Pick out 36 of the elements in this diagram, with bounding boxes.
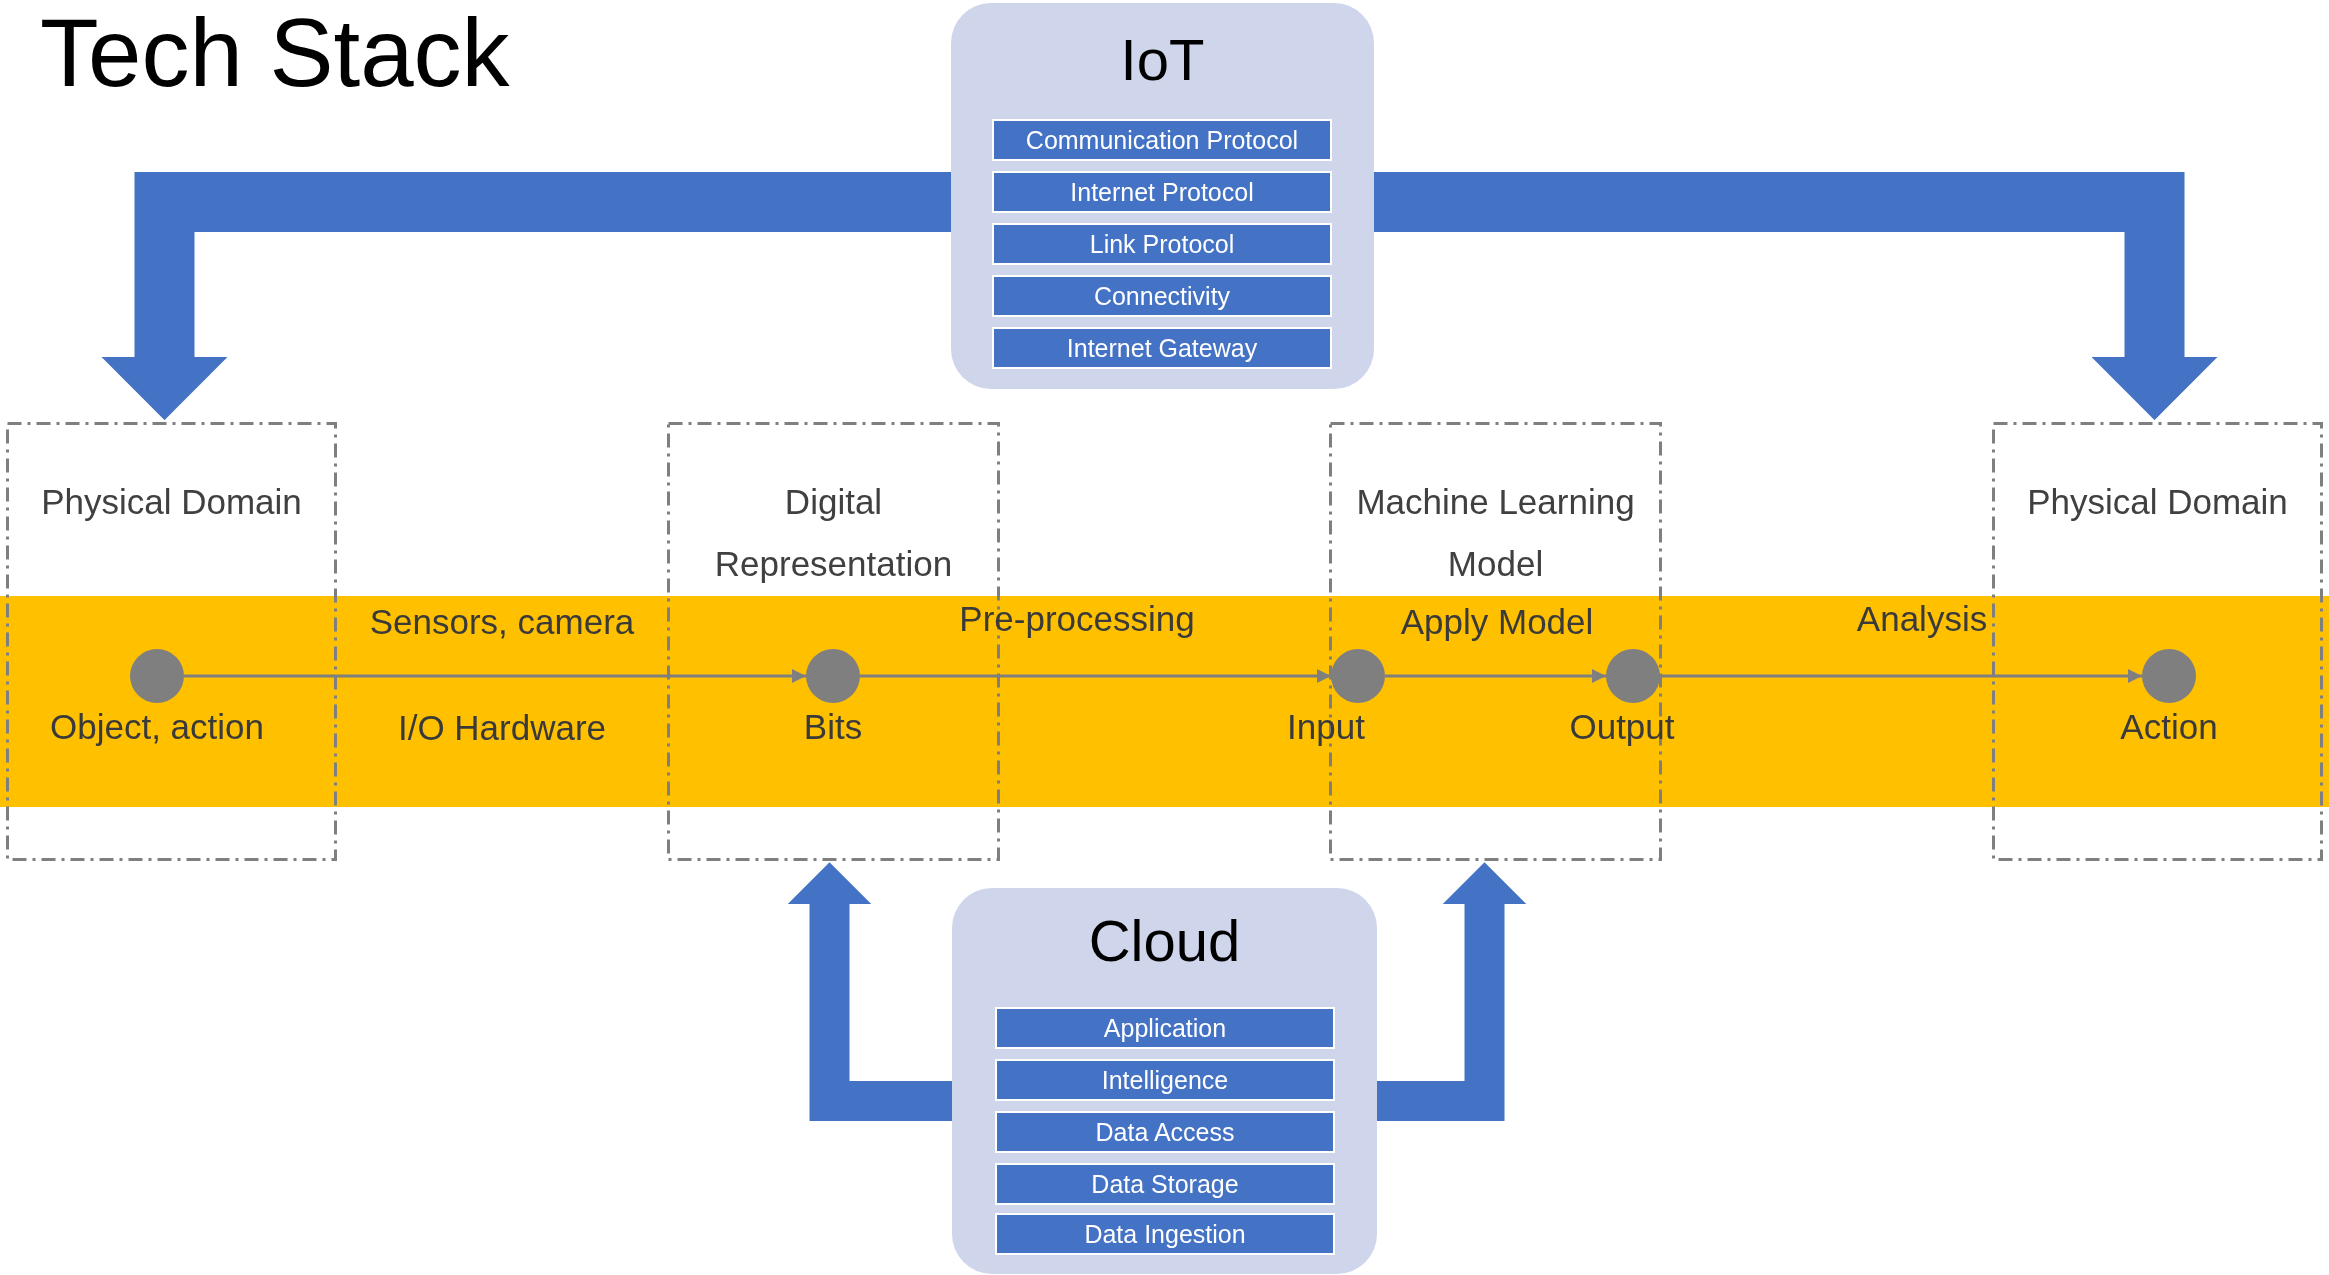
layer-box: Data Ingestion [995,1213,1335,1255]
panel-title: Cloud [1087,912,1242,970]
layer-box: Internet Gateway [992,327,1332,369]
layer-box: Data Access [995,1111,1335,1153]
arrow [1385,669,1606,683]
panel-title: IoT [1119,31,1206,89]
layer-box: Link Protocol [992,223,1332,265]
stack-panel [952,888,1377,1274]
stage-title: Physical Domain [40,481,303,523]
node-caption: Output [1569,707,1675,747]
node-caption: Bits [803,707,863,747]
title: Tech Stack [40,0,510,106]
stage-title: Machine Learning Model [1355,481,1636,585]
arrow [1660,669,2142,683]
arrow [860,669,1331,683]
edge-label: Sensors, camera [369,602,635,642]
stage-label: I/O Hardware [397,708,607,748]
layer-box: Intelligence [995,1059,1335,1101]
edge-label: Pre-processing [959,599,1195,639]
layer-box: Communication Protocol [992,119,1332,161]
node-caption: Input [1287,707,1365,747]
stage-title: Physical Domain [2026,481,2289,523]
layer-box: Application [995,1007,1335,1049]
stage-title: Digital Representation [713,481,954,585]
layer-box: Data Storage [995,1163,1335,1205]
node-caption: Object, action [50,707,264,747]
edge-label: Analysis [1856,599,1988,639]
edge-label: Apply Model [1400,602,1594,642]
block-arrow [1374,172,2218,421]
block-arrow [1377,862,1527,1121]
block-arrow [101,172,951,421]
layer-box: Internet Protocol [992,171,1332,213]
layer-box: Connectivity [992,275,1332,317]
arrow [184,669,806,683]
stack-panel [951,3,1374,389]
node-caption: Action [2120,707,2218,747]
